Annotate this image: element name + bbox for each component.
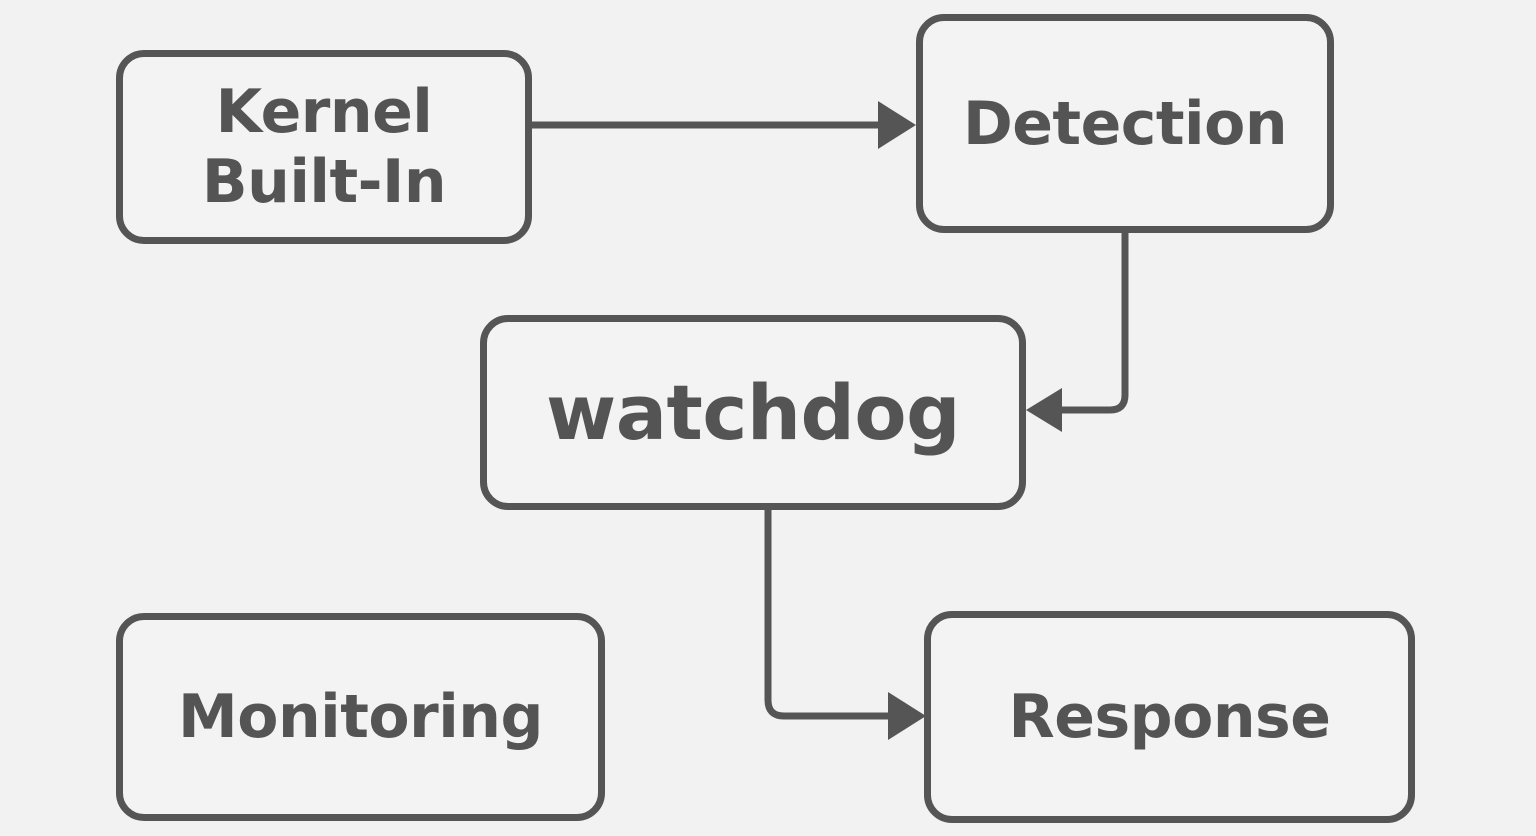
arrowhead-response [888, 692, 926, 740]
edge-detection-to-watchdog [1056, 229, 1129, 414]
kernel-node-label-line1: Kernel [215, 77, 433, 147]
monitoring-node: Monitoring [116, 613, 605, 821]
arrowhead-watchdog [1026, 388, 1062, 432]
response-node: Response [924, 611, 1415, 823]
monitoring-node-label: Monitoring [178, 682, 543, 752]
watchdog-node-label: watchdog [546, 368, 961, 457]
response-node-label: Response [1008, 682, 1331, 752]
kernel-built-in-node: Kernel Built-In [116, 50, 532, 244]
detection-node: Detection [916, 14, 1334, 233]
watchdog-node: watchdog [480, 315, 1026, 510]
edge-watchdog-to-response [764, 506, 894, 720]
kernel-node-label-line2: Built-In [201, 147, 447, 217]
detection-node-label: Detection [962, 88, 1288, 159]
arrowhead-detection [878, 101, 916, 149]
